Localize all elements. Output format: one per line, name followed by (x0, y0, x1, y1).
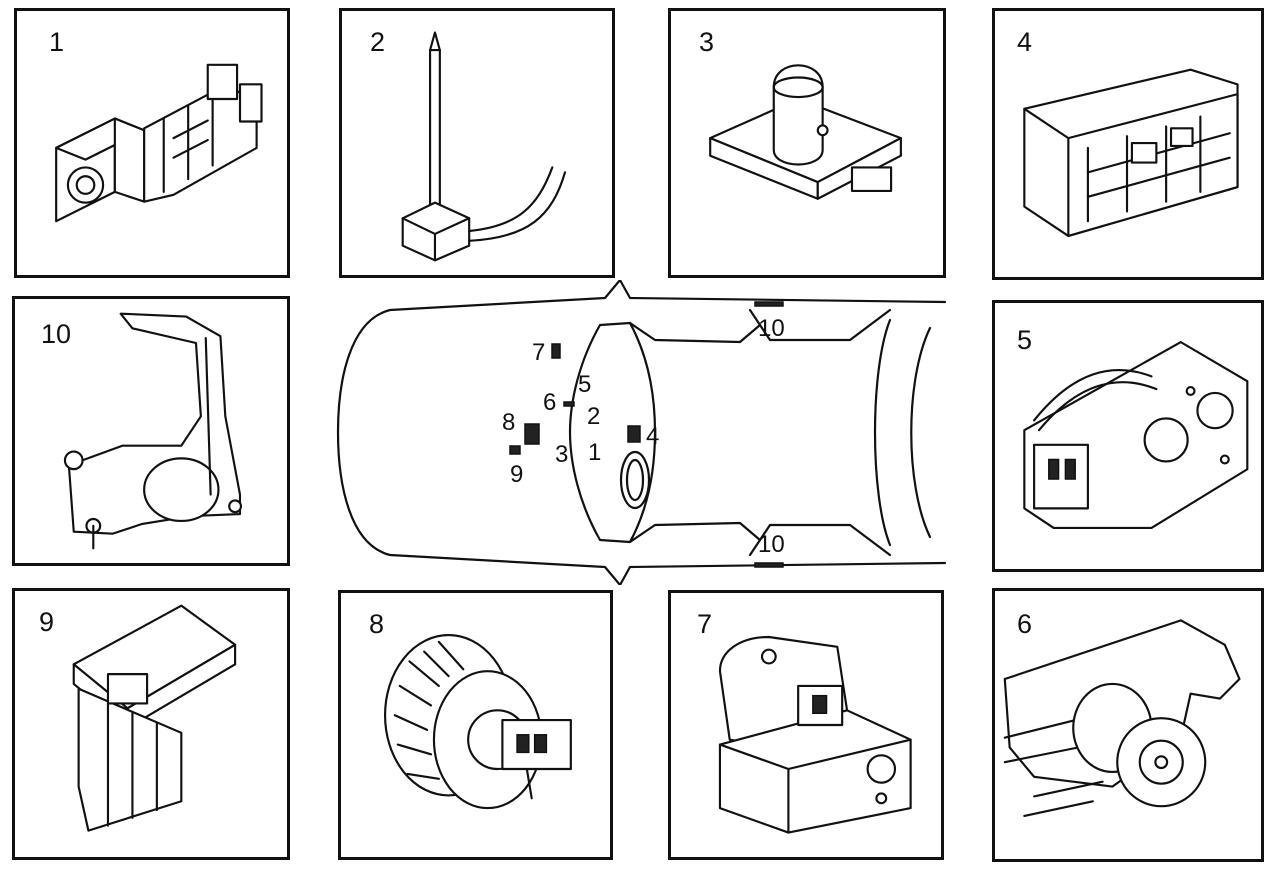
actuator-motor-icon (718, 635, 912, 834)
resistor-pack-icon (72, 604, 237, 832)
car-label-3: 3 (555, 441, 568, 468)
car-label-6: 6 (543, 389, 556, 416)
panel-number: 8 (369, 609, 385, 639)
panel-6: 6 (992, 588, 1264, 862)
car-label-8: 8 (502, 409, 515, 436)
panel-9: 9 (12, 588, 290, 860)
panel-8: 8 (338, 590, 613, 860)
panel-5: 5 (992, 300, 1264, 572)
panel-number: 9 (39, 607, 55, 637)
panel-7: 7 (668, 590, 944, 860)
sensor-module-icon (709, 64, 902, 200)
panel-2: 2 (339, 8, 615, 278)
flap-motor-icon (1003, 619, 1241, 818)
panel-number: 3 (699, 27, 715, 57)
panel-number: 7 (697, 609, 713, 639)
car-label-1: 1 (588, 439, 601, 466)
panel-number: 10 (41, 319, 72, 349)
ignition-switch-icon (55, 63, 263, 223)
car-label-10-top: 10 (758, 315, 785, 342)
panel-4: 4 (992, 8, 1264, 280)
damper-motor-icon (1023, 341, 1249, 530)
car-label-9: 9 (510, 461, 523, 488)
panel-number: 5 (1017, 325, 1033, 355)
car-label-7: 7 (532, 339, 545, 366)
panel-10: 10 (12, 296, 290, 566)
panel-1: 1 (14, 8, 290, 278)
air-duct-icon (63, 312, 243, 550)
blower-fan-icon (383, 633, 572, 810)
car-label-5: 5 (578, 371, 591, 398)
car-label-4: 4 (646, 423, 659, 450)
temperature-sensor-icon (401, 31, 567, 262)
car-label-2: 2 (587, 403, 600, 430)
panel-number: 4 (1017, 27, 1033, 57)
panel-number: 2 (370, 27, 386, 57)
panel-number: 1 (49, 27, 65, 57)
panel-number: 6 (1017, 609, 1033, 639)
control-panel-icon (1023, 68, 1239, 238)
car-label-10-bottom: 10 (758, 531, 785, 558)
panel-3: 3 (668, 8, 946, 278)
car-top-view: 7 5 6 2 8 4 3 1 9 10 10 (336, 280, 947, 585)
